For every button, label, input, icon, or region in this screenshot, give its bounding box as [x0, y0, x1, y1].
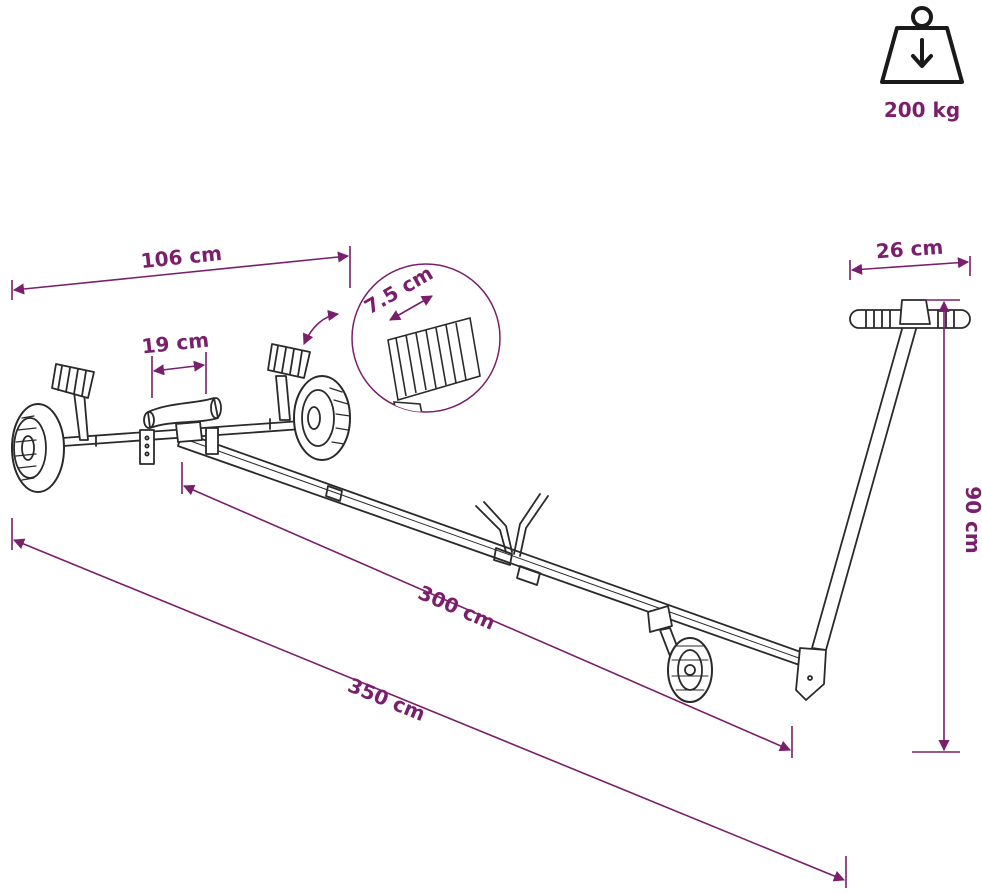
dim-label-90: 90 cm [961, 486, 982, 554]
roller-detail-callout [302, 263, 501, 413]
dim-label-106: 106 cm [140, 241, 223, 273]
dim-label-350: 350 cm [344, 673, 428, 726]
left-wheel [11, 403, 65, 493]
main-beam [177, 431, 813, 669]
left-roller-post [51, 363, 95, 441]
rear-axle [61, 418, 317, 465]
weight-icon [880, 6, 964, 84]
dim-label-19: 19 cm [140, 328, 210, 359]
dim-label-300: 300 cm [415, 580, 499, 634]
center-roller [143, 397, 222, 429]
dimension-lines [11, 246, 971, 888]
right-roller-post [267, 343, 311, 421]
weight-label: 200 kg [884, 98, 960, 122]
right-wheel [293, 375, 351, 461]
dim-label-26: 26 cm [875, 235, 944, 264]
